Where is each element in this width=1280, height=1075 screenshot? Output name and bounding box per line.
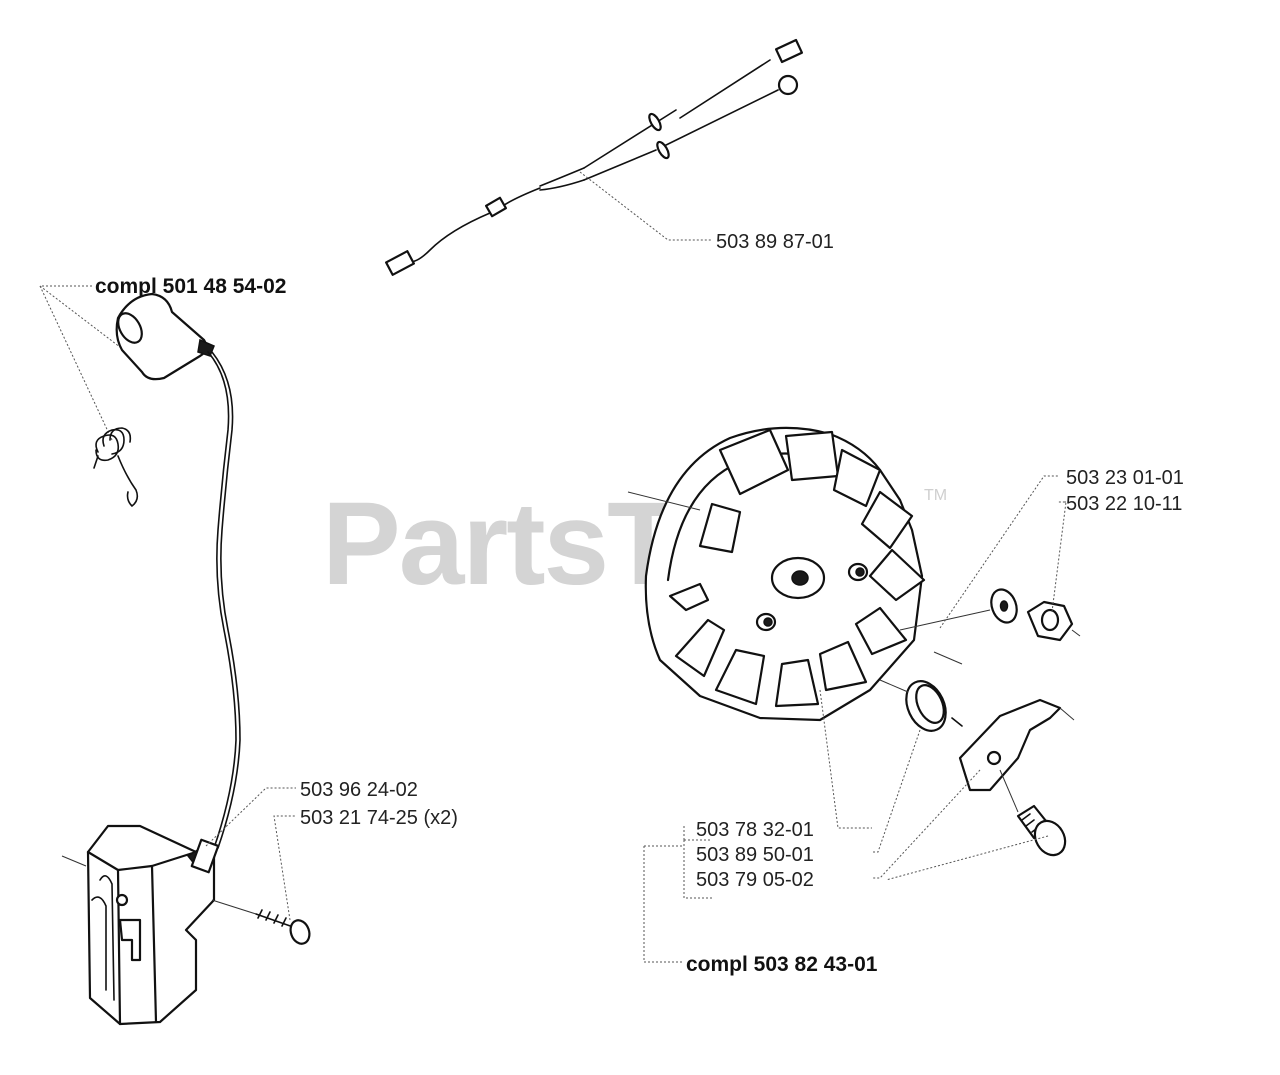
pawl-part[interactable] bbox=[958, 698, 1075, 792]
wire-harness-part[interactable] bbox=[385, 38, 804, 276]
label-pawl[interactable]: 503 79 05-02 bbox=[696, 869, 814, 891]
label-coil-compl[interactable]: compl 501 48 54-02 bbox=[95, 275, 286, 298]
spark-plug-boot-part[interactable] bbox=[113, 292, 215, 381]
washer-part[interactable] bbox=[987, 586, 1021, 626]
label-nut[interactable]: 503 22 10-11 bbox=[1066, 493, 1182, 515]
pawl-spring-part[interactable] bbox=[879, 651, 963, 737]
screw-part[interactable] bbox=[211, 899, 313, 946]
watermark-trademark: TM bbox=[924, 487, 947, 504]
label-washer[interactable]: 503 23 01-01 bbox=[1066, 467, 1184, 489]
label-coil[interactable]: 503 96 24-02 bbox=[300, 779, 418, 801]
spring-part[interactable] bbox=[93, 427, 139, 508]
label-screw[interactable]: 503 21 74-25 (x2) bbox=[300, 807, 458, 829]
label-wire-harness[interactable]: 503 89 87-01 bbox=[716, 231, 834, 253]
pivot-pin-part[interactable] bbox=[999, 769, 1071, 861]
flywheel-part[interactable] bbox=[627, 426, 926, 722]
label-pawl-spring[interactable]: 503 89 50-01 bbox=[696, 844, 814, 866]
label-flywheel[interactable]: 503 78 32-01 bbox=[696, 819, 814, 841]
label-flywheel-compl[interactable]: compl 503 82 43-01 bbox=[686, 953, 878, 976]
nut-part[interactable] bbox=[1026, 600, 1081, 642]
ignition-coil-part[interactable] bbox=[61, 824, 220, 1026]
